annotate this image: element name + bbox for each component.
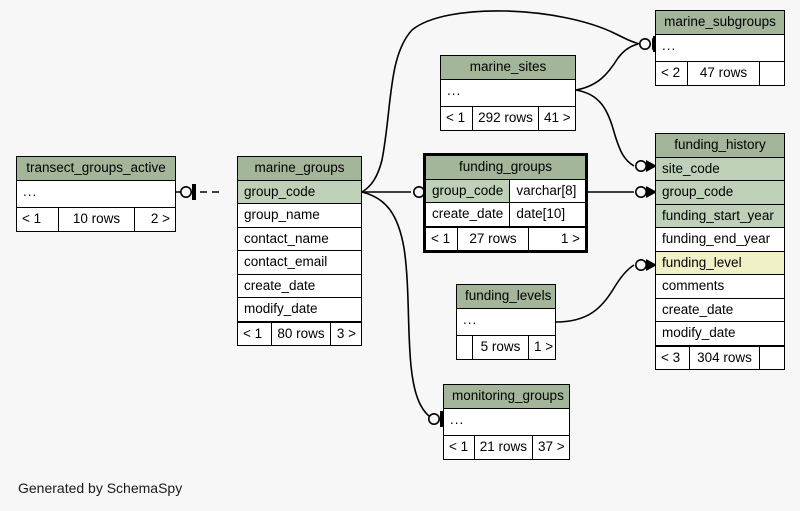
columns-collapsed-ellipsis: ... xyxy=(441,79,575,106)
column-name: group_name xyxy=(244,207,320,222)
table-title: funding_groups xyxy=(426,156,585,180)
footer-children-count xyxy=(760,347,784,370)
table-title: marine_subgroups xyxy=(656,11,784,35)
column-row[interactable]: contact_email xyxy=(238,251,361,275)
footer-children-count: 3 > xyxy=(336,325,356,341)
edge-funding-levels-to-funding-history xyxy=(555,264,635,323)
table-footer: < 1 27 rows 1 > xyxy=(426,226,585,250)
marker-zero-marine-subgroups xyxy=(638,37,651,50)
table-title: funding_history xyxy=(656,134,784,158)
column-row[interactable]: create_date xyxy=(656,298,784,322)
table-footer: < 1 21 rows 37 > xyxy=(444,435,569,459)
footer-children-count: 1 > xyxy=(534,339,554,354)
footer-parents-count: < 3 xyxy=(656,346,690,369)
footer-row-count: 304 rows xyxy=(690,346,760,369)
column-row[interactable]: modify_date xyxy=(656,322,784,346)
table-title: marine_sites xyxy=(441,56,575,80)
footer-parents-count: < 1 xyxy=(426,227,458,250)
table-transect-groups-active[interactable]: transect_groups_active ... < 1 10 rows 2… xyxy=(16,156,176,232)
column-name: comments xyxy=(662,278,725,293)
table-footer: < 1 80 rows 3 > xyxy=(238,321,361,345)
columns-collapsed-ellipsis: ... xyxy=(457,308,555,335)
footer-parents-count: < 1 xyxy=(238,322,272,345)
footer-children-count xyxy=(760,62,784,85)
column-name: contact_name xyxy=(244,230,329,246)
footer-row-count: 292 rows xyxy=(473,107,539,130)
footer-children-count: 1 > xyxy=(560,230,580,246)
table-marine-sites[interactable]: marine_sites ... < 1 292 rows 41 > xyxy=(440,55,576,131)
table-footer: < 3 304 rows xyxy=(656,345,784,370)
table-monitoring-groups[interactable]: monitoring_groups ... < 1 21 rows 37 > xyxy=(443,384,570,460)
column-name: group_code xyxy=(432,182,504,198)
footer-parents-count: < 1 xyxy=(17,208,59,231)
table-funding-groups[interactable]: funding_groups group_code varchar[8] cre… xyxy=(423,153,588,253)
table-footer: < 1 292 rows 41 > xyxy=(441,106,575,130)
column-row[interactable]: group_code xyxy=(656,181,784,205)
footer-row-count: 5 rows xyxy=(473,336,529,359)
column-row[interactable]: group_code xyxy=(238,180,361,204)
columns-collapsed-ellipsis: ... xyxy=(656,34,784,61)
table-title: funding_levels xyxy=(457,285,555,309)
footer-children-count: 37 > xyxy=(538,439,565,454)
column-row[interactable]: comments xyxy=(656,275,784,299)
column-name: group_code xyxy=(662,184,734,199)
column-row[interactable]: site_code xyxy=(656,157,784,181)
marker-zero-funding-history-lvl xyxy=(634,258,647,271)
footer-parents-count: < 1 xyxy=(444,436,475,459)
column-type: varchar[8] xyxy=(509,179,585,202)
footer-parents-count xyxy=(457,336,473,359)
column-row[interactable]: funding_level xyxy=(656,251,784,275)
table-marine-subgroups[interactable]: marine_subgroups ... < 2 47 rows xyxy=(655,10,785,86)
column-row[interactable]: group_code varchar[8] xyxy=(426,179,585,203)
column-name: create_date xyxy=(662,301,734,317)
column-name: contact_email xyxy=(244,254,328,269)
column-name: modify_date xyxy=(244,301,318,316)
marker-one-marine-groups xyxy=(192,184,196,200)
marker-zero-funding-history-site xyxy=(634,160,647,173)
generated-by-caption: Generated by SchemaSpy xyxy=(18,480,183,496)
edge-marine-sites-to-marine-subgroups xyxy=(575,43,639,91)
table-title: transect_groups_active xyxy=(17,157,175,181)
table-footer: < 1 10 rows 2 > xyxy=(17,207,175,231)
marker-zero-funding-history-grp xyxy=(634,186,647,199)
table-footer: < 2 47 rows xyxy=(656,61,784,85)
column-row[interactable]: modify_date xyxy=(238,298,361,322)
table-title: monitoring_groups xyxy=(444,385,569,409)
column-type: date[10] xyxy=(509,203,585,226)
table-funding-levels[interactable]: funding_levels ... 5 rows 1 > xyxy=(456,284,556,360)
footer-row-count: 10 rows xyxy=(59,208,135,231)
column-row[interactable]: create_date date[10] xyxy=(426,203,585,227)
columns-collapsed-ellipsis: ... xyxy=(444,408,569,435)
table-footer: 5 rows 1 > xyxy=(457,335,555,359)
table-title: marine_groups xyxy=(238,157,361,181)
column-name: create_date xyxy=(244,277,316,293)
columns-collapsed-ellipsis: ... xyxy=(17,180,175,207)
footer-row-count: 27 rows xyxy=(458,227,529,250)
column-row[interactable]: create_date xyxy=(238,274,361,298)
column-name: funding_level xyxy=(662,254,742,270)
marker-zero-marine-groups-left xyxy=(180,186,193,199)
column-name: site_code xyxy=(662,160,720,176)
column-name: create_date xyxy=(432,206,504,221)
column-row[interactable]: group_name xyxy=(238,204,361,228)
footer-row-count: 47 rows xyxy=(688,62,760,85)
column-row[interactable]: contact_name xyxy=(238,227,361,251)
footer-parents-count: < 2 xyxy=(656,62,688,85)
table-marine-groups[interactable]: marine_groups group_code group_name cont… xyxy=(237,156,362,346)
column-name: funding_start_year xyxy=(662,207,774,223)
marker-zero-monitoring-groups xyxy=(427,412,440,425)
column-name: modify_date xyxy=(662,325,736,340)
footer-row-count: 80 rows xyxy=(272,322,331,345)
table-funding-history[interactable]: funding_history site_code group_code fun… xyxy=(655,133,785,370)
footer-parents-count: < 1 xyxy=(441,107,473,130)
column-row[interactable]: funding_end_year xyxy=(656,228,784,252)
footer-children-count: 41 > xyxy=(544,110,571,125)
column-name: funding_end_year xyxy=(662,231,771,246)
footer-row-count: 21 rows xyxy=(475,436,533,459)
footer-children-count: 2 > xyxy=(150,211,170,226)
column-row[interactable]: funding_start_year xyxy=(656,204,784,228)
column-name: group_code xyxy=(244,183,316,199)
